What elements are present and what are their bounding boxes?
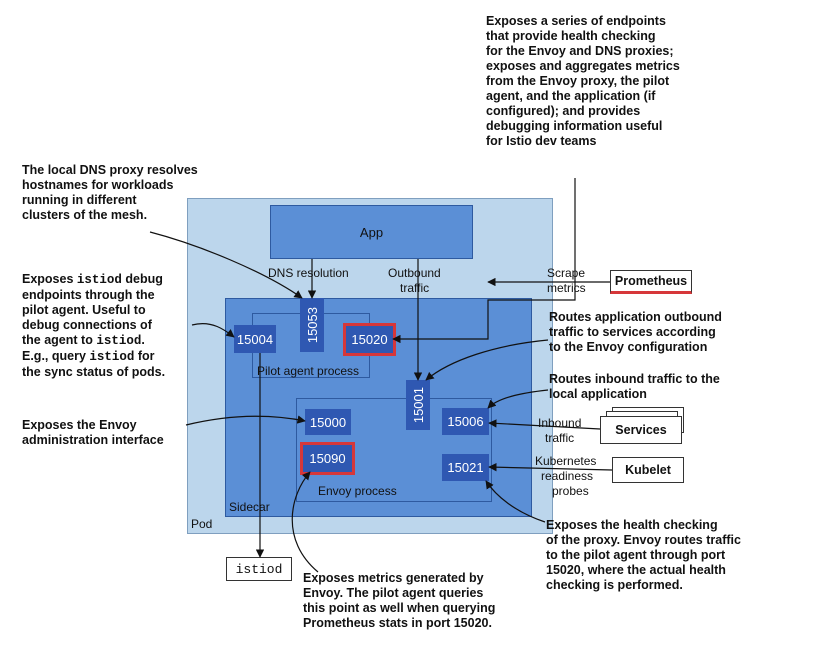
outbound-traffic-label-2: traffic [400,281,430,295]
annotation-proxy-health: Exposes the health checking of the proxy… [546,518,741,592]
istiod-box: istiod [226,557,292,581]
kubelet-box: Kubelet [612,457,684,483]
annotation-envoy-admin: Exposes the Envoy administration interfa… [22,418,164,447]
kube-probes-label-1: Kubernetes [535,454,597,468]
annotation-health-endpoints: Exposes a series of endpoints that provi… [486,14,680,148]
port-15001: 15001 [406,380,430,430]
pod-label: Pod [191,517,213,531]
annotation-outbound-routes: Routes application outbound traffic to s… [549,310,722,354]
port-15053: 15053 [300,298,324,352]
port-15006: 15006 [442,408,489,435]
annotation-envoy-metrics: Exposes metrics generated by Envoy. The … [303,571,496,630]
sidecar-label: Sidecar [229,500,270,514]
port-15021: 15021 [442,454,489,481]
annotation-dns-proxy: The local DNS proxy resolves hostnames f… [22,163,198,222]
port-15020: 15020 [343,323,396,356]
envoy-process-label: Envoy process [318,484,397,498]
kube-probes-label-3: probes [552,484,589,498]
scrape-metrics-label-1: Scrape [547,266,586,280]
pilot-agent-label: Pilot agent process [257,364,360,378]
annotation-inbound-routes: Routes inbound traffic to the local appl… [549,372,720,401]
app-container: App [270,205,473,259]
kube-probes-label-2: readiness [541,469,594,483]
app-label: App [359,224,384,240]
port-15004: 15004 [234,325,276,353]
inbound-traffic-label-2: traffic [545,431,575,445]
outbound-traffic-label-1: Outbound [388,266,441,280]
services-box: Services [600,416,682,444]
prometheus-box: Prometheus [610,270,692,294]
annotation-istiod-debug: Exposes istiod debug endpoints through t… [22,272,166,379]
inbound-traffic-label-1: Inbound [538,416,582,430]
scrape-metrics-label-2: metrics [547,281,586,295]
port-15000: 15000 [305,409,351,435]
port-15090: 15090 [300,442,355,475]
envoy-process [296,398,492,502]
dns-resolution-label: DNS resolution [268,266,349,280]
